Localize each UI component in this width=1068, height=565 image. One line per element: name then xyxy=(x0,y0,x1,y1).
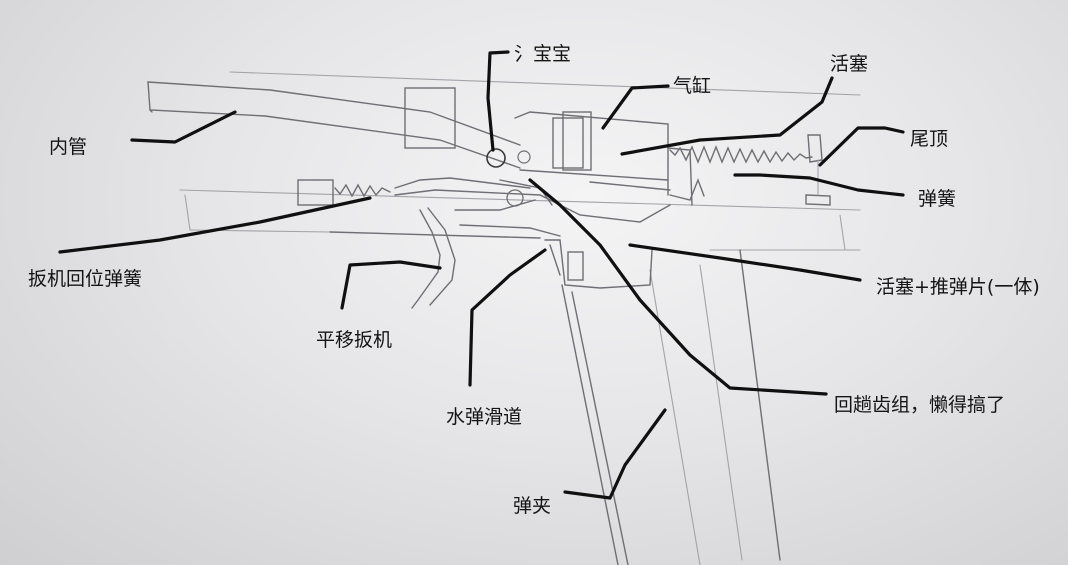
hop-ball-sketch xyxy=(486,148,531,168)
magazine-sketch xyxy=(561,249,781,565)
label-wei-ding: 尾顶 xyxy=(910,128,949,150)
leader-banji-huiwei xyxy=(58,196,372,254)
inner-barrel-sketch xyxy=(147,81,521,169)
label-huo-sai: 活塞 xyxy=(830,53,869,75)
leader-nei-guan xyxy=(130,110,237,144)
label-nei-guan: 内管 xyxy=(49,136,88,158)
cylinder-sketch xyxy=(404,87,693,206)
label-banji-huiwei: 扳机回位弹簧 xyxy=(28,268,143,290)
leader-tan-huang xyxy=(733,173,905,197)
leader-pingyi-banji xyxy=(340,260,442,310)
feed-sketch xyxy=(329,231,653,289)
label-shuidan-huadao: 水弹滑道 xyxy=(446,406,523,428)
label-huiqu-chizu: 回趟齿组，懒得搞了 xyxy=(834,394,1006,416)
label-qi-gang: 气缸 xyxy=(673,75,712,97)
label-tan-huang: 弹簧 xyxy=(918,188,957,210)
leader-dan-jia xyxy=(563,408,667,500)
label-huosai-tuidanpian: 活塞+推弹片(一体) xyxy=(876,276,1040,298)
label-bao-bao: 氵宝宝 xyxy=(514,43,572,65)
main-spring-sketch xyxy=(669,145,813,201)
spring-guide-sketch xyxy=(805,134,831,206)
construction-lines xyxy=(179,71,861,565)
leader-huosai-tuidanpian xyxy=(628,243,862,282)
leader-lines xyxy=(58,50,905,500)
trigger-sketch xyxy=(297,177,671,309)
label-dan-jia: 弹夹 xyxy=(513,495,552,517)
label-pingyi-banji: 平移扳机 xyxy=(316,329,393,351)
leader-huiqu-chizu xyxy=(528,178,828,396)
leader-huo-sai xyxy=(620,76,834,156)
leader-wei-ding xyxy=(818,126,905,167)
leader-qi-gang xyxy=(601,84,670,130)
leader-bao-bao xyxy=(486,50,510,152)
leader-shuidan-huadao xyxy=(468,248,547,387)
